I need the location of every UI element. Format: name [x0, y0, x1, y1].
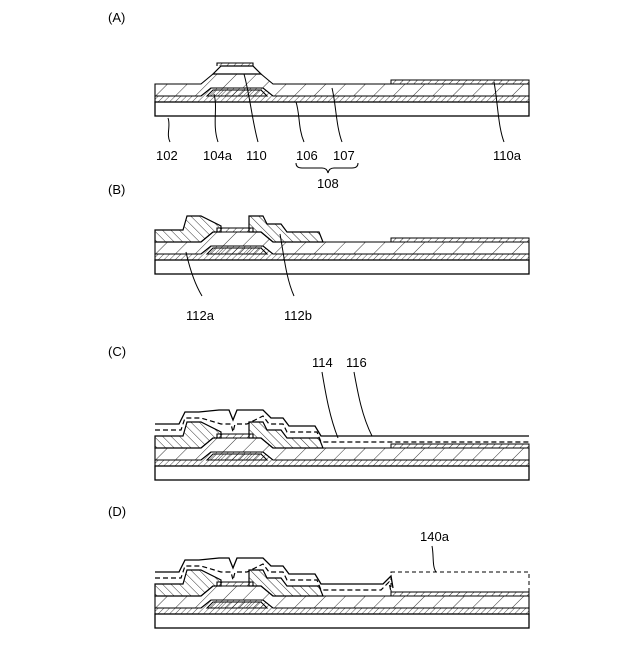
opening-140a	[391, 572, 529, 592]
leader-114	[322, 372, 338, 438]
label-116: 116	[346, 355, 367, 370]
label-102: 102	[156, 148, 178, 163]
label-106: 106	[296, 148, 318, 163]
label-112b: 112b	[284, 308, 312, 323]
label-110: 110	[246, 148, 267, 163]
panel-a	[155, 63, 529, 116]
brace-108	[296, 163, 358, 173]
leader-140a	[432, 546, 436, 572]
panel-label-a: (A)	[108, 10, 125, 25]
label-140a: 140a	[420, 529, 450, 544]
label-104a: 104a	[203, 148, 233, 163]
label-114: 114	[312, 355, 333, 370]
panel-label-b: (B)	[108, 182, 125, 197]
leader-102	[168, 118, 170, 142]
panel-d	[155, 558, 529, 628]
label-107: 107	[333, 148, 355, 163]
panel-label-c: (C)	[108, 344, 126, 359]
label-112a: 112a	[186, 308, 215, 323]
panel-label-d: (D)	[108, 504, 126, 519]
label-110a: 110a	[493, 148, 522, 163]
label-108: 108	[317, 176, 339, 191]
panel-b	[155, 216, 529, 274]
panel-c	[155, 410, 529, 480]
leader-116	[354, 372, 372, 436]
